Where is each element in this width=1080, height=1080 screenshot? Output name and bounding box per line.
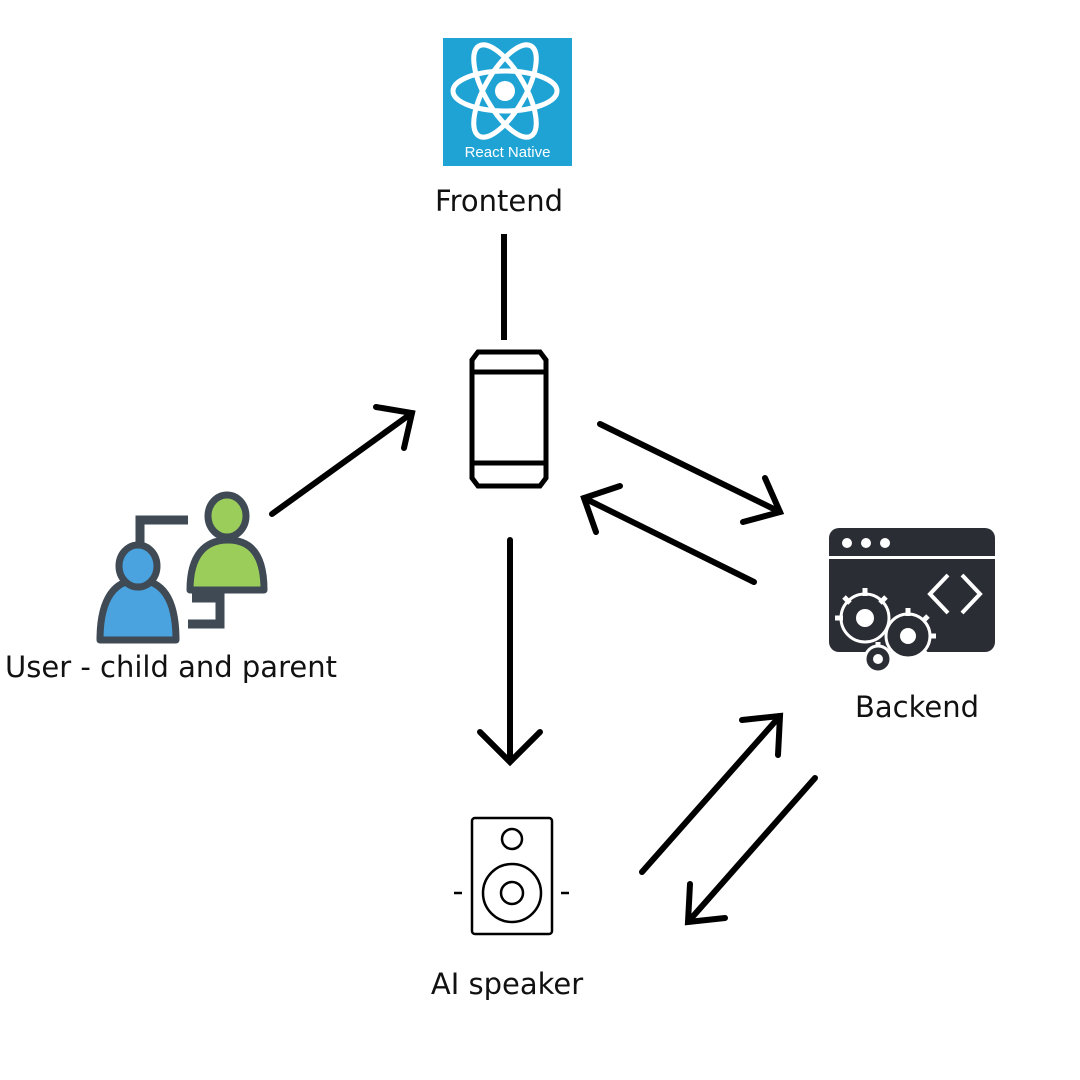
two-users-icon (96, 491, 268, 644)
speaker-icon (454, 816, 569, 936)
ai-speaker-label: AI speaker (430, 967, 584, 1001)
react-native-logo-text: React Native (464, 144, 551, 161)
arrow-backend-to-speaker (684, 775, 818, 926)
arrow-phone-to-backend (597, 421, 785, 525)
react-native-logo-icon (443, 38, 572, 166)
arrow-backend-to-phone (580, 483, 757, 585)
user-label: User - child and parent (5, 650, 337, 684)
web-settings-icon (829, 528, 995, 676)
mobile-phone-icon (469, 349, 549, 489)
arrow-speaker-to-backend (639, 712, 784, 875)
backend-label: Backend (854, 690, 980, 724)
arrow-phone-to-speaker (477, 537, 543, 767)
frontend-label: Frontend (435, 184, 563, 218)
arrow-user-to-phone (269, 404, 416, 517)
